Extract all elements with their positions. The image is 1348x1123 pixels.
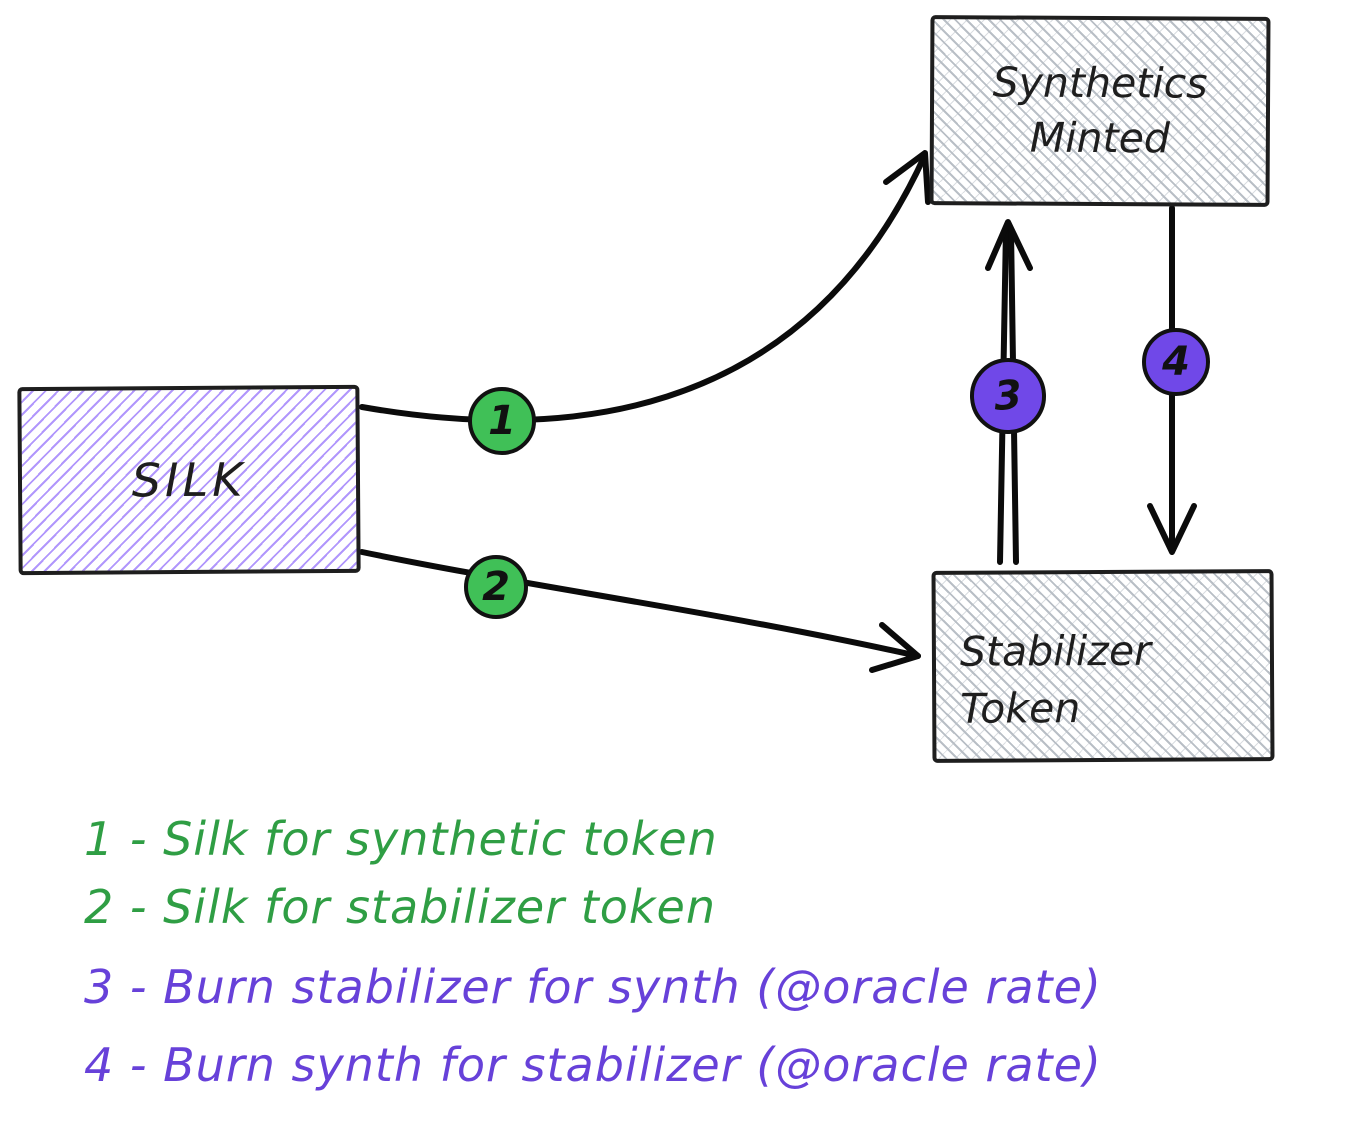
node-silk-label: SILK	[131, 452, 247, 508]
arrow-3-head	[985, 219, 1033, 271]
step-badge-4: 4	[1142, 328, 1210, 396]
node-stabilizer-label-line1: Stabilizer	[959, 626, 1152, 676]
arrow-2-head	[869, 622, 921, 673]
node-stabilizer-token[interactable]: Stabilizer Token	[931, 569, 1275, 763]
node-synthetics-minted[interactable]: Synthetics Minted	[929, 15, 1271, 207]
legend-item-4: 4 - Burn synth for stabilizer (@oracle r…	[84, 1038, 1102, 1092]
legend-item-3: 3 - Burn stabilizer for synth (@oracle r…	[84, 960, 1102, 1014]
step-badge-1: 1	[468, 387, 536, 455]
arrow-4-head	[1147, 503, 1197, 555]
node-stabilizer-label-line2: Token	[960, 684, 1081, 733]
node-synthetics-label-line1: Synthetics	[992, 58, 1208, 108]
step-badge-2: 2	[464, 555, 528, 619]
legend-item-1: 1 - Silk for synthetic token	[84, 812, 718, 866]
arrow-1-head	[883, 150, 931, 205]
arrow-silk-to-synthetics	[359, 150, 931, 424]
legend-item-2: 2 - Silk for stabilizer token	[84, 880, 716, 934]
arrow-silk-to-stabilizer	[359, 549, 921, 673]
node-synthetics-label-line2: Minted	[1029, 113, 1171, 163]
arrow-2-line	[359, 549, 921, 659]
node-silk[interactable]: SILK	[17, 384, 361, 576]
arrow-1-line	[359, 152, 928, 424]
